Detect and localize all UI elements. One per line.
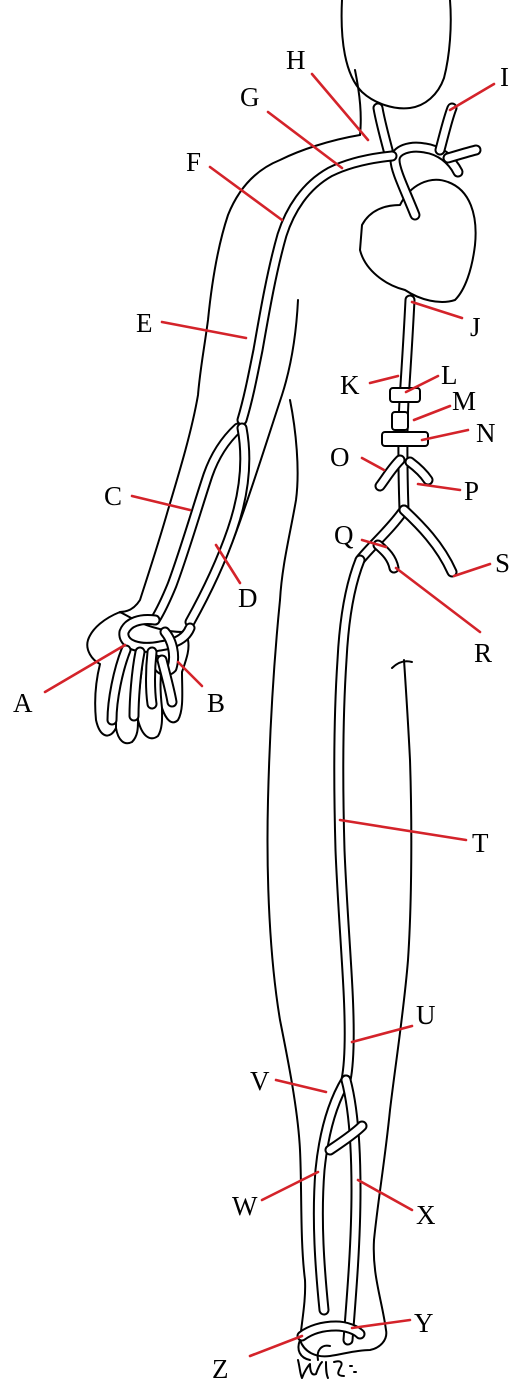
signature <box>298 1360 356 1378</box>
label-g: G <box>240 82 260 112</box>
label-h: H <box>286 45 306 75</box>
leader-u <box>352 1026 412 1042</box>
leader-c <box>132 496 190 510</box>
internal-iliac-inner <box>378 545 394 568</box>
label-x: X <box>416 1200 436 1230</box>
renal-arteries <box>382 432 428 446</box>
label-m: M <box>452 386 476 416</box>
celiac-trunk <box>390 388 420 402</box>
leader-r <box>396 568 480 632</box>
leader-k <box>370 376 398 383</box>
leader-o <box>362 458 384 470</box>
label-e: E <box>136 308 153 338</box>
label-n: N <box>476 418 496 448</box>
leader-v <box>276 1080 326 1092</box>
thigh-mark <box>392 661 412 668</box>
leader-p <box>418 484 460 490</box>
label-j: J <box>470 312 481 342</box>
leader-j <box>412 302 462 318</box>
leader-f <box>210 167 282 220</box>
label-p: P <box>464 476 479 506</box>
leader-z <box>250 1336 302 1356</box>
label-k: K <box>340 370 360 400</box>
label-b: B <box>207 688 225 718</box>
leader-e <box>162 322 246 338</box>
leader-x <box>358 1180 412 1210</box>
leader-t <box>340 820 466 840</box>
label-s: S <box>495 548 510 578</box>
leader-s <box>454 564 490 576</box>
label-c: C <box>104 481 122 511</box>
label-o: O <box>330 442 350 472</box>
body-outline <box>87 0 450 1360</box>
superior-mesenteric <box>392 412 408 430</box>
leader-i <box>450 84 494 110</box>
arm-outline-outer <box>120 135 360 612</box>
signature-drawing <box>298 1360 356 1378</box>
label-r: R <box>474 638 492 668</box>
heart-outline <box>360 180 476 302</box>
label-i: I <box>500 62 509 92</box>
label-d: D <box>238 583 258 613</box>
label-a: A <box>13 688 33 718</box>
leader-m <box>414 406 450 420</box>
label-f: F <box>186 147 201 177</box>
label-w: W <box>232 1191 258 1221</box>
leader-w <box>262 1172 318 1200</box>
vessels <box>112 108 476 1340</box>
label-z: Z <box>212 1354 229 1384</box>
label-v: V <box>250 1066 270 1096</box>
torso-outline <box>280 400 298 600</box>
label-y: Y <box>414 1308 434 1338</box>
arm-artery <box>242 156 392 420</box>
label-q: Q <box>334 520 354 550</box>
label-u: U <box>416 1000 436 1030</box>
label-t: T <box>472 828 489 858</box>
leader-y <box>352 1320 410 1328</box>
